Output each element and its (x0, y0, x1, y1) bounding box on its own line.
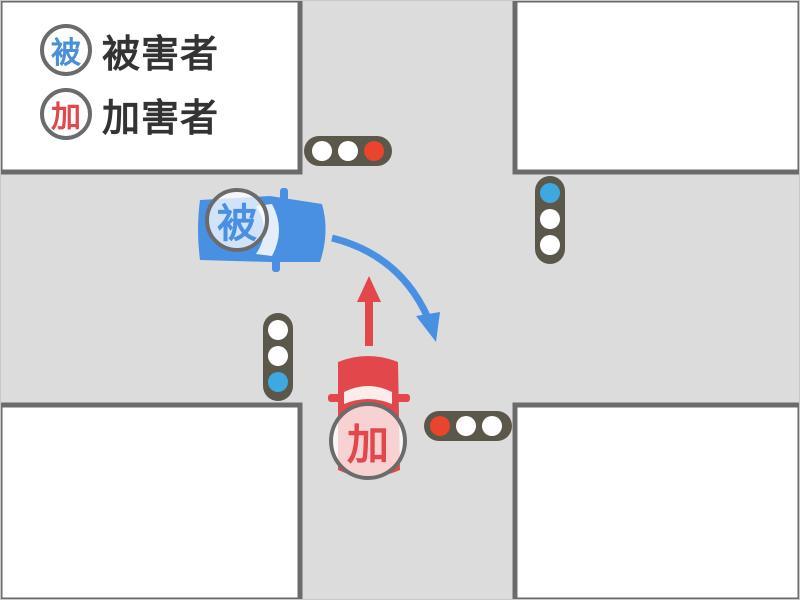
victim-car-badge: 被 (205, 188, 269, 252)
lamp-blue-icon (268, 372, 288, 392)
victim-legend-label: 被害者 (102, 31, 220, 76)
victim-badge-label: 被 (217, 201, 257, 247)
offender-legend-label: 加害者 (102, 95, 220, 140)
lamp-red-icon (364, 141, 384, 161)
lamp-off-icon (540, 209, 560, 229)
lamp-off-icon (268, 346, 288, 366)
traffic-light-north (304, 136, 392, 166)
block-sw (0, 402, 303, 600)
victim-path-arrow-icon (331, 234, 440, 342)
lamp-off-icon (482, 416, 502, 436)
block-se (512, 402, 800, 600)
offender-legend-badge-label: 加 (51, 100, 81, 135)
offender-badge-label: 加 (346, 419, 389, 469)
block-ne (512, 0, 800, 175)
traffic-light-south (424, 411, 512, 441)
offender-legend-badge: 加 (40, 88, 92, 140)
lamp-off-icon (540, 235, 560, 255)
legend-item-offender: 加 加害者 (40, 82, 219, 146)
legend: 被 被害者 加 加害者 (40, 18, 219, 146)
victim-legend-badge: 被 (40, 24, 92, 76)
victim-legend-badge-label: 被 (51, 36, 81, 71)
lamp-off-icon (456, 416, 476, 436)
offender-car-badge: 加 (329, 402, 407, 480)
traffic-light-west (263, 313, 293, 401)
traffic-light-east (535, 176, 565, 264)
offender-path-arrow-icon (357, 276, 381, 346)
lamp-blue-icon (540, 183, 560, 203)
lamp-off-icon (268, 320, 288, 340)
lamp-off-icon (312, 141, 332, 161)
lamp-red-icon (430, 416, 450, 436)
lamp-off-icon (338, 141, 358, 161)
legend-item-victim: 被 被害者 (40, 18, 219, 82)
